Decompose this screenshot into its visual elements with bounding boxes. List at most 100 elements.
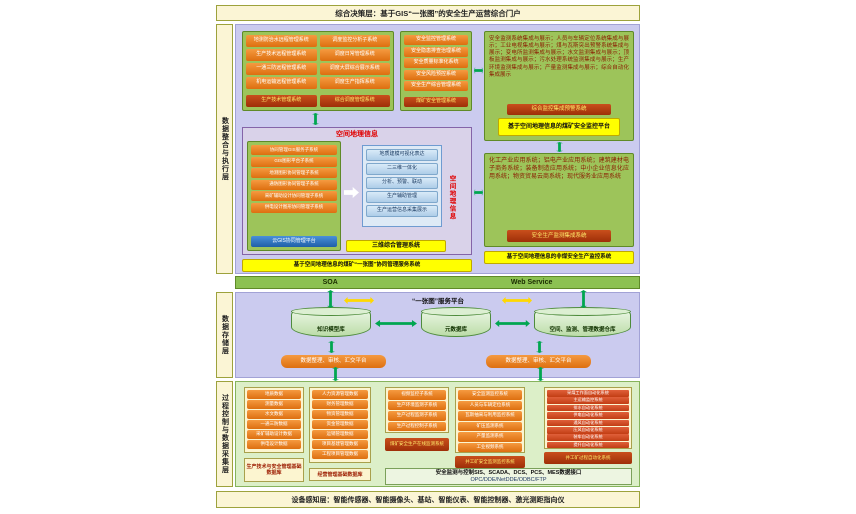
capability-item: 生产运营信息采集展示 xyxy=(366,205,438,217)
subsystem-item: 产量监测系统 xyxy=(458,432,522,442)
double-arrow-icon xyxy=(375,320,417,327)
cloud-gis-platform-label: 云GIS协同管理平台 xyxy=(251,236,337,247)
gis-capabilities-box: 地质建模可视化表达二三维一体化分析、预警、联动生产辅助管理生产运营信息采集展示 xyxy=(362,145,442,227)
layer-label-storage: 数据存储层 xyxy=(216,292,233,378)
data-item: 财务管理数据 xyxy=(312,400,368,409)
geotech-base-db-label: 生产技术与安全管理基础数据库 xyxy=(244,458,304,482)
system-item-footer: 生产技术管理系统 xyxy=(246,95,317,107)
double-arrow-icon xyxy=(474,67,483,74)
system-item: GIS图形平台子系统 xyxy=(251,156,337,167)
spatial-info-vertical-label: 空间地理信息 xyxy=(446,150,456,245)
subsystem-item: 工业视频系统 xyxy=(458,442,522,452)
right-block-arrow-icon xyxy=(344,187,359,198)
subsystem-item: 视频监控子系统 xyxy=(388,390,446,400)
automation-systems-box: 采煤工作面自动化系统主运输监控系统排水自动化系统供电自动化系统通风自动化系统压风… xyxy=(544,387,632,449)
system-item: 安全生产综合管理系统 xyxy=(404,81,468,91)
layer-label-process: 过程控制与数据采集层 xyxy=(216,381,233,487)
process-layer-area: 地质数据测量数据水文数据一通三防数据采矿辅助设计数据供电设计数据 生产技术与安全… xyxy=(235,381,640,487)
monitoring-systems-text: 安全监测系统集成与展示；人员与车辆定位系统集成与展示；工业电视集成与展示；煤与瓦… xyxy=(489,36,629,78)
system-item: 调度大屏综合展示系统 xyxy=(319,63,390,75)
subsystem-item: 瓦斯抽采与利用监控系统 xyxy=(458,411,522,421)
data-item: 项目基建管理数据 xyxy=(312,440,368,449)
system-item: 一通三防远程管理系统 xyxy=(246,63,317,75)
system-item: 供电设计图形协同管理子系统 xyxy=(251,202,337,213)
automation-item: 压风自动化系统 xyxy=(547,426,629,434)
process-automation-footer: 井工矿过程自动化系统 xyxy=(544,452,632,464)
subsystem-item: 矿压监测系统 xyxy=(458,421,522,431)
data-item: 运销管理数据 xyxy=(312,430,368,439)
operation-base-db-label: 经营管理基础数据库 xyxy=(309,468,371,481)
dispatch-systems-list: 调度监控分析子系统调度日常管理系统调度大屏综合展示系统调度生产指挥系统 xyxy=(319,35,390,89)
safety-production-monitor-button: 安全生产监测集成系统 xyxy=(507,230,611,242)
geotech-data-list: 地质数据测量数据水文数据一通三防数据采矿辅助设计数据供电设计数据 xyxy=(247,390,301,449)
system-item: 调度生产指挥系统 xyxy=(319,77,390,89)
gis-capabilities-list: 地质建模可视化表达二三维一体化分析、预警、联动生产辅助管理生产运营信息采集展示 xyxy=(366,149,438,217)
dispatch-systems-column: 调度监控分析子系统调度日常管理系统调度大屏综合展示系统调度生产指挥系统 综合调度… xyxy=(319,35,390,107)
system-item: 地测图形协同管理子系统 xyxy=(251,168,337,178)
onemap-collaboration-bar: 基于空间地理信息的煤矿“一张图”协同管理服务系统 xyxy=(242,259,472,272)
safety-systems-box: 安全监控管理系统安全隐患排查治理系统安全质量标准化系统安全风险预控系统安全生产综… xyxy=(400,31,472,111)
noncoal-monitoring-bar: 基于空间地理信息的非煤安全生产监控系统 xyxy=(484,251,634,264)
data-item: 测量数据 xyxy=(247,400,301,409)
data-item: 地质数据 xyxy=(247,390,301,399)
safety-systems-list: 安全监控管理系统安全隐患排查治理系统安全质量标准化系统安全风险预控系统安全生产综… xyxy=(404,35,468,91)
coal-safety-platform-label: 基于空间地理信息的煤矿安全监控平台 xyxy=(498,118,620,136)
spatial-monitor-mgmt-warehouse-cylinder: 空间、监测、管理数据仓库 xyxy=(534,307,631,337)
soa-label: SOA xyxy=(322,279,338,286)
data-item: 一通三防数据 xyxy=(247,420,301,429)
device-layer-bar: 设备感知层：智能传感器、智能摄像头、基站、智能仪表、智能控制器、激光测距指向仪 xyxy=(216,491,640,508)
capability-item: 分析、预警、联动 xyxy=(366,177,438,189)
automation-item: 装车自动化系统 xyxy=(547,434,629,441)
production-monitor-box: 视频监控子系统生产环境监测子系统生产过程监测子系统生产过程控制子系统 xyxy=(385,387,449,433)
interface-protocols-line2: OPC/DDE/NetDDE/ODBC/FTP xyxy=(470,476,547,483)
system-item: 调度日常管理系统 xyxy=(319,49,390,61)
data-item: 采矿辅助设计数据 xyxy=(247,430,301,439)
webservice-label: Web Service xyxy=(510,279,553,286)
system-item: 生产技术远程管理系统 xyxy=(246,49,317,61)
data-item: 工程项目管理数据 xyxy=(312,450,368,459)
industry-apps-text: 化工产业应用系统；铝电产业应用系统；建筑建材电子商务系统；装备制造应用系统；中小… xyxy=(489,158,629,180)
subsystem-item: 安全监测监控系统 xyxy=(458,390,522,400)
data-item: 人力资源管理数据 xyxy=(312,390,368,399)
soa-service-bar: SOA Web Service xyxy=(235,276,640,289)
spatial-info-vertical-text: 空间地理信息 xyxy=(448,175,455,220)
layer-label-integration-text: 数据整合与执行层 xyxy=(221,117,229,181)
capability-item: 二三维一体化 xyxy=(366,163,438,175)
double-arrow-icon xyxy=(495,320,530,327)
data-audit-platform-right: 数据整理、审核、汇交平台 xyxy=(486,355,591,368)
double-arrow-icon xyxy=(328,341,335,353)
data-item: 水文数据 xyxy=(247,410,301,419)
remote-systems-list: 地测防治水远程管理系统生产技术远程管理系统一通三防远程管理系统机电运输远程管理系… xyxy=(246,35,317,89)
system-item: 调度监控分析子系统 xyxy=(319,35,390,47)
double-arrow-icon xyxy=(536,341,543,353)
system-item: 安全质量标准化系统 xyxy=(404,58,468,68)
subsystem-item: 人员与车辆定位系统 xyxy=(458,400,522,410)
safety-monitoring-list: 安全监测监控系统人员与车辆定位系统瓦斯抽采与利用监控系统矿压监测系统产量监测系统… xyxy=(458,390,522,452)
monitoring-integration-box: 安全监测系统集成与展示；人员与车辆定位系统集成与展示；工业电视集成与展示；煤与瓦… xyxy=(484,31,634,141)
storage-layer-area: “一张图”服务平台 知识模型库 元数据库 空间、监测、管理数据仓库 数据整理、审… xyxy=(235,292,640,378)
automation-item: 通风自动化系统 xyxy=(547,419,629,427)
system-item: 安全监控管理系统 xyxy=(404,35,468,45)
data-audit-platform-left: 数据整理、审核、汇交平台 xyxy=(281,355,386,368)
subsystem-item: 生产过程控制子系统 xyxy=(388,421,446,431)
yellow-double-arrow-icon xyxy=(502,297,532,304)
metadata-db-cylinder: 元数据库 xyxy=(421,307,491,337)
automation-item: 提升自动化系统 xyxy=(547,441,629,449)
system-item: 采矿辅助设计协同管理子系统 xyxy=(251,191,337,201)
capability-item: 生产辅助管理 xyxy=(366,191,438,203)
automation-item: 主运输监控系统 xyxy=(547,397,629,404)
management-data-box: 人力资源管理数据财务管理数据物资管理数据资金管理数据运销管理数据项目基建管理数据… xyxy=(309,387,371,463)
layer-label-process-text: 过程控制与数据采集层 xyxy=(221,394,229,474)
subsystem-item: 生产环境监测子系统 xyxy=(388,400,446,410)
system-item: 安全风险预控系统 xyxy=(404,69,468,80)
double-arrow-icon xyxy=(537,367,544,381)
remote-systems-column: 地测防治水远程管理系统生产技术远程管理系统一通三防远程管理系统机电运输远程管理系… xyxy=(246,35,317,107)
management-data-list: 人力资源管理数据财务管理数据物资管理数据资金管理数据运销管理数据项目基建管理数据… xyxy=(312,390,368,459)
system-item: 通防图形协同管理子系统 xyxy=(251,179,337,190)
system-item-footer: 煤矿安全管理系统 xyxy=(404,97,468,107)
double-arrow-icon xyxy=(312,113,319,125)
